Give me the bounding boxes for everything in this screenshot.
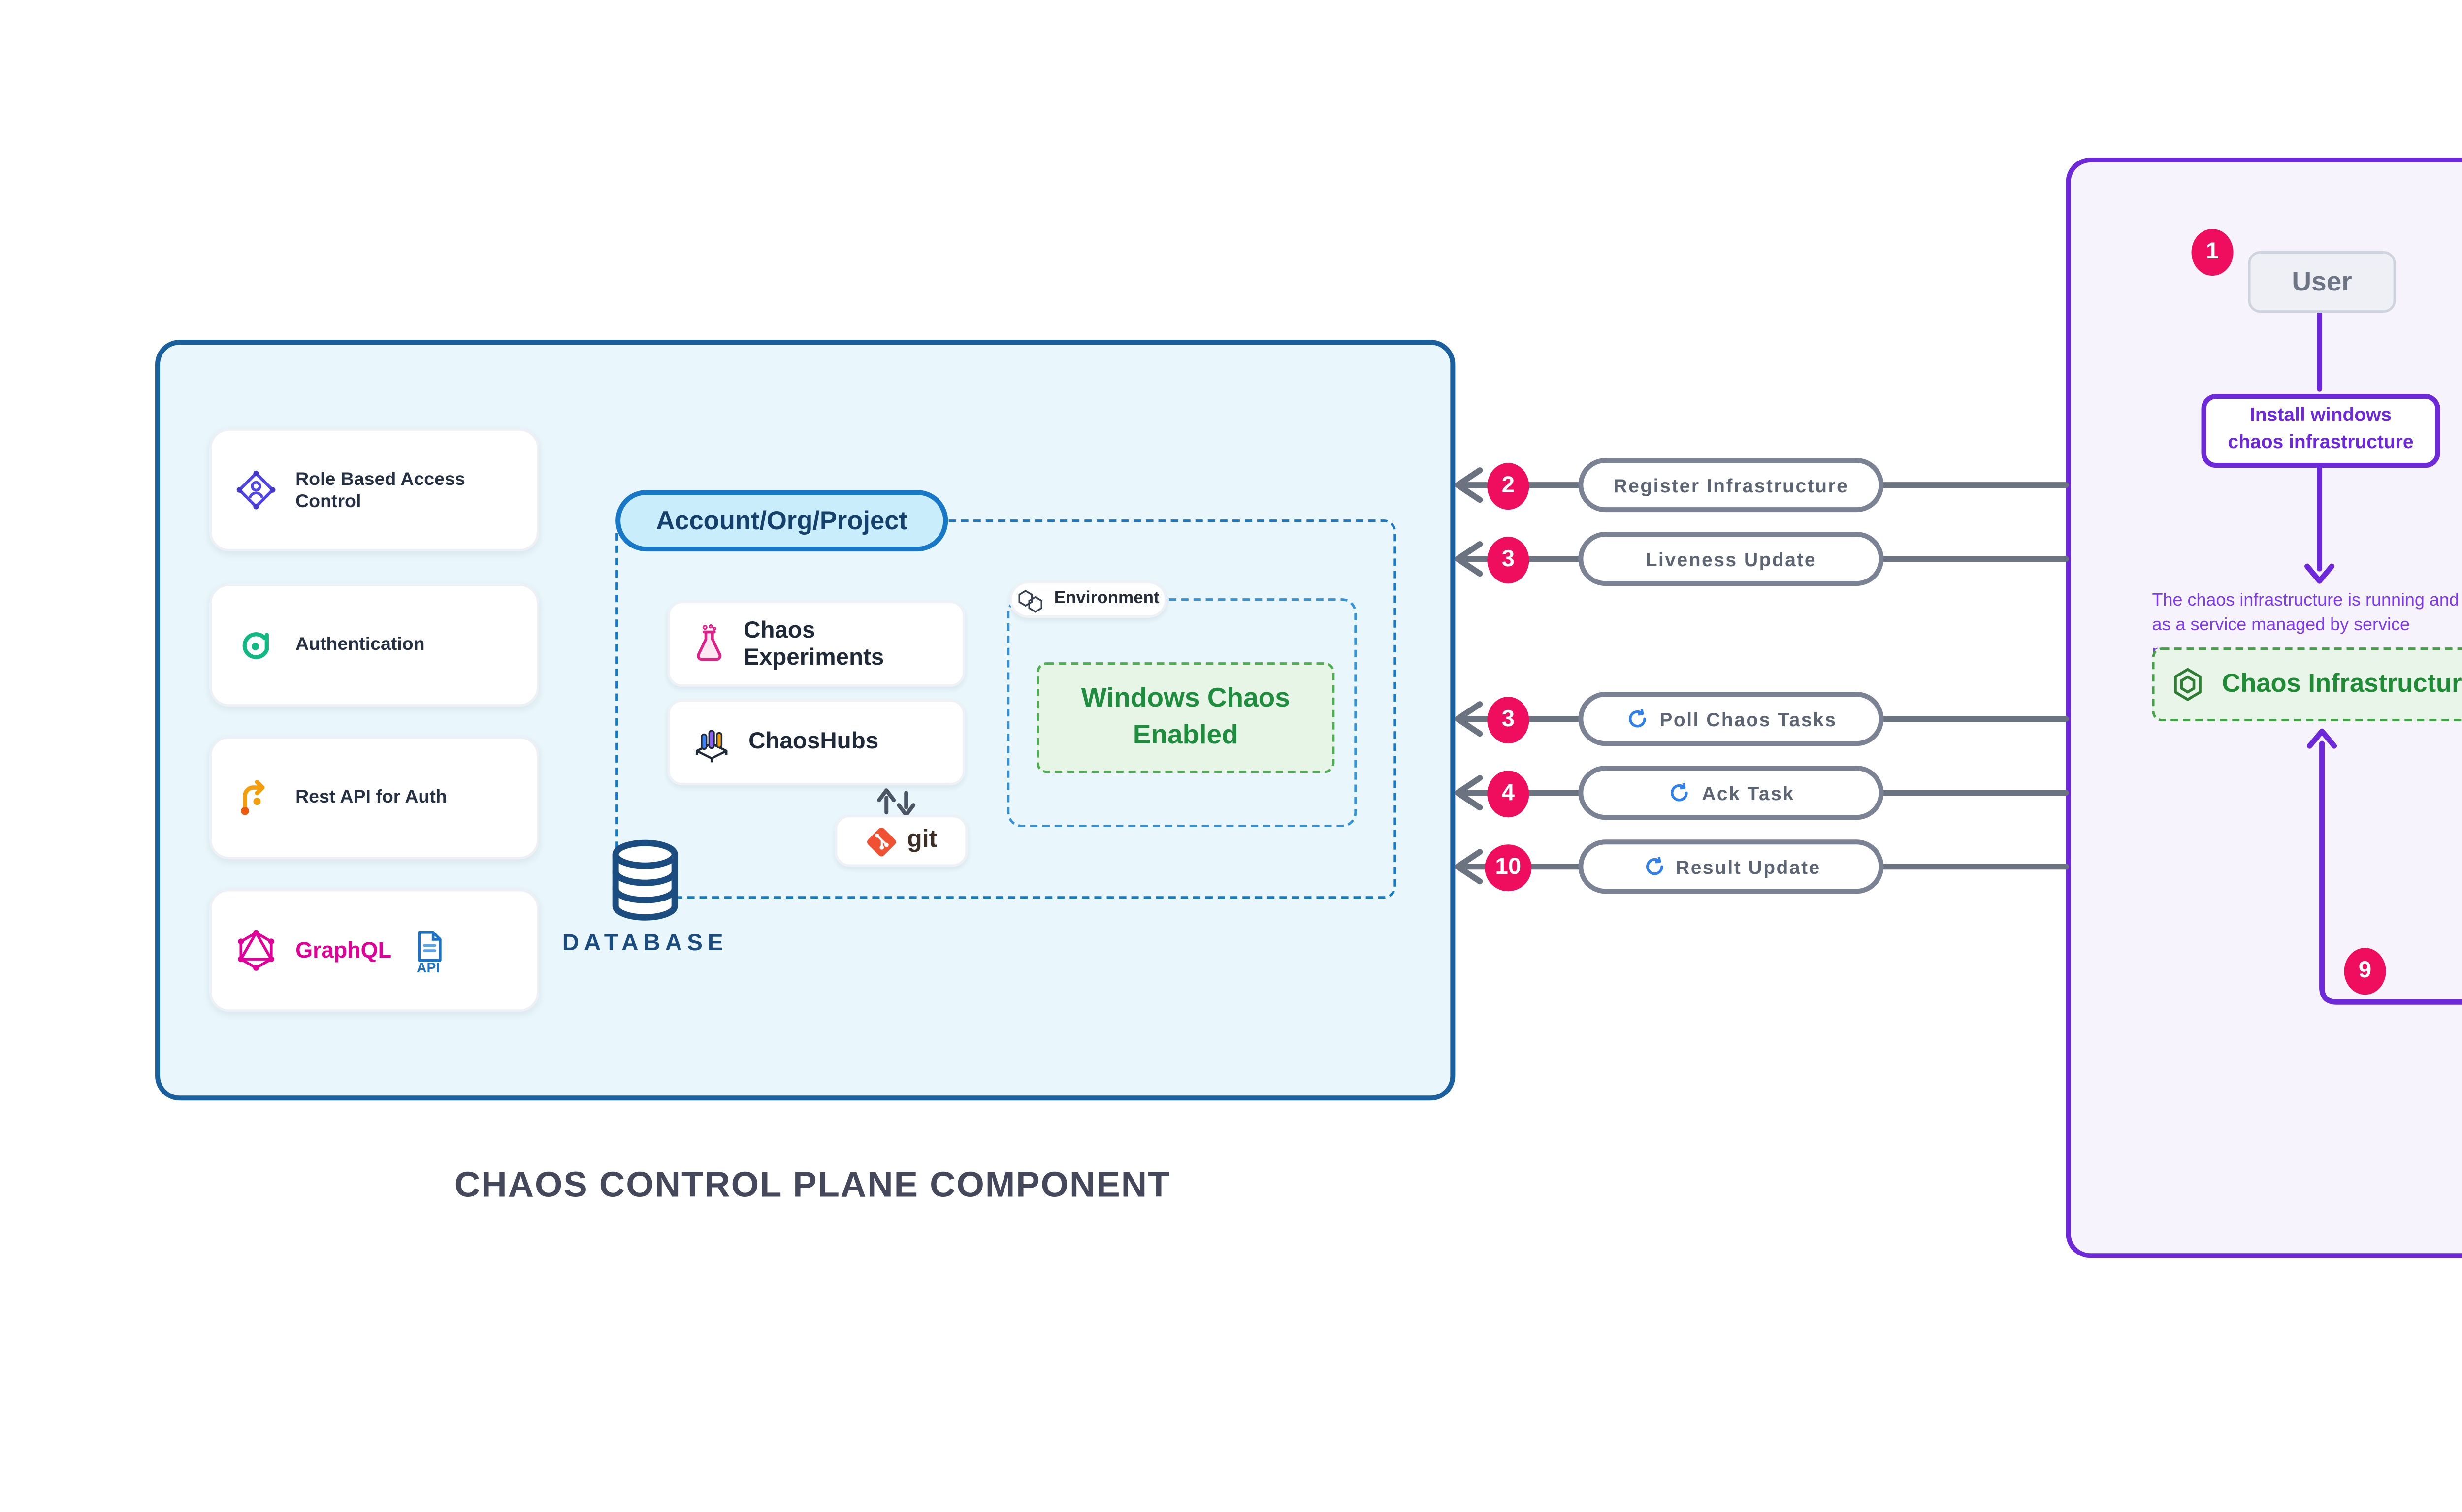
user-label: User [2292,267,2352,297]
user-box: User [2248,251,2396,313]
flow-label: Poll Chaos Tasks [1659,708,1837,730]
card-graphql: GraphQL API [209,889,540,1012]
windows-chaos-enabled-box: Windows Chaos Enabled [1037,662,1335,773]
flow-pill-result-update: Result Update [1578,839,1884,894]
auth-icon [242,632,269,659]
card-rest-api-label: Rest API for Auth [295,786,447,808]
flow-label: Result Update [1676,855,1821,878]
install-label: Install windows chaos infrastructure [2228,404,2414,453]
database-label: DATABASE [562,931,728,958]
rest-api-icon [241,780,265,815]
environment-hexagons-icon [1018,588,1043,612]
account-dashed-region [616,519,1396,899]
git-label: git [907,827,938,855]
chaoshubs-card: ChaosHubs [667,699,966,786]
card-rbac-label: Role Based Access Control [295,467,465,513]
note-infra-running: The chaos infrastructure is running and … [2152,588,2462,662]
chaos-infrastructure-box: Chaos Infrastructure [2152,647,2462,722]
sync-icon [1671,783,1688,802]
flow-badge: 3 [1487,697,1529,744]
account-pill-label: Account/Org/Project [656,506,907,536]
flow-badge: 3 [1487,537,1529,584]
flow-label: Liveness Update [1645,547,1817,570]
chaos-experiments-card: Chaos Experiments [667,601,966,687]
card-rbac: Role Based Access Control [209,428,540,552]
flow-badge: 10 [1485,844,1532,892]
database-icon [606,837,684,923]
flow-badge: 4 [1487,771,1529,818]
card-authentication-label: Authentication [295,633,425,656]
flow-pill-register-infrastructure: Register Infrastructure [1578,458,1884,513]
card-authentication: Authentication [209,583,540,707]
badge-1: 1 [2191,229,2234,276]
install-box: Install windows chaos infrastructure [2201,394,2440,468]
flow-badge: 2 [1487,463,1529,510]
account-pill: Account/Org/Project [616,490,948,552]
chaos-experiments-label: Chaos Experiments [744,616,884,671]
environment-label: Environment [1054,591,1160,609]
chaoshubs-icon [695,728,728,761]
sync-icon [1645,857,1662,875]
environment-chip: Environment [1009,581,1167,618]
card-rest-api: Rest API for Auth [209,736,540,860]
sync-icon [1629,709,1646,728]
rbac-icon [236,470,276,510]
card-graphql-label: GraphQL [295,938,392,963]
chaos-infrastructure-label: Chaos Infrastructure [2222,670,2462,700]
environment-dashed-region [1007,598,1357,828]
control-plane-title: CHAOS CONTROL PLANE COMPONENT [454,1167,1171,1207]
flask-icon [697,623,722,660]
svg-text:API: API [417,959,440,974]
flow-label: Register Infrastructure [1613,474,1849,496]
git-card: git [835,815,968,867]
git-icon [868,826,897,855]
badge-9: 9 [2344,948,2386,995]
chaoshubs-label: ChaosHubs [748,729,879,756]
flow-pill-liveness-update: Liveness Update [1578,532,1884,586]
flow-pill-ack-task: Ack Task [1578,766,1884,820]
api-doc-icon: API [417,930,442,974]
flow-label: Ack Task [1702,781,1795,804]
graphql-icon [238,930,274,971]
flow-pill-poll-chaos-tasks: Poll Chaos Tasks [1578,692,1884,746]
windows-chaos-enabled-label: Windows Chaos Enabled [1081,683,1290,750]
chaos-infrastructure-icon [2175,668,2203,702]
